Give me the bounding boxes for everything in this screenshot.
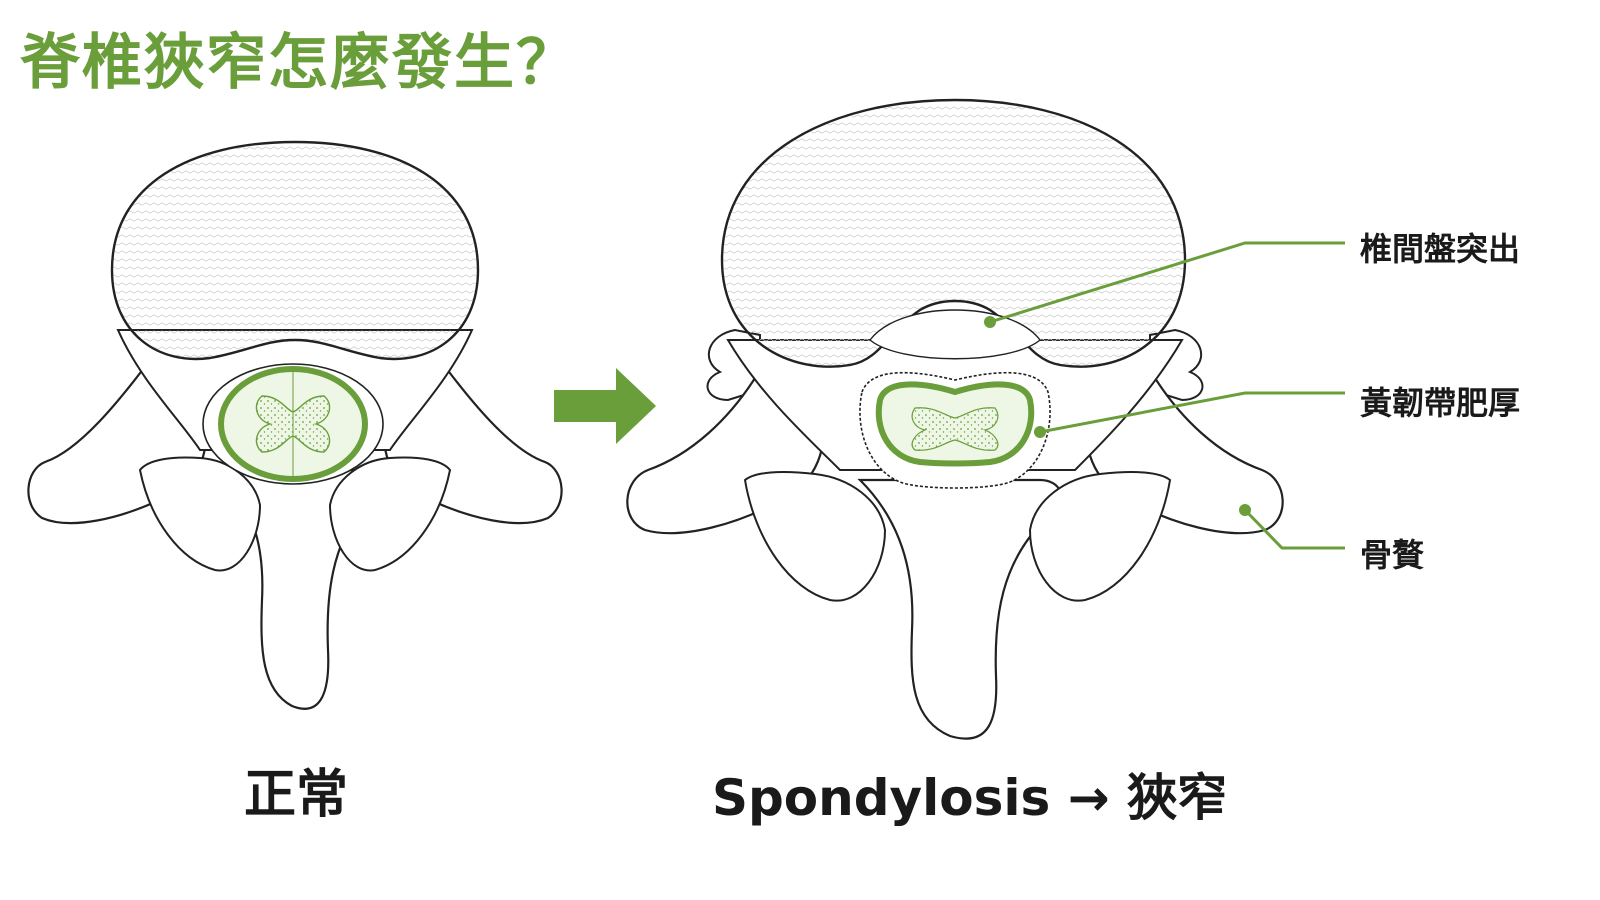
- disc-herniation-bulge: [869, 309, 1041, 360]
- normal-vertebral-body: [110, 140, 480, 361]
- right-lamina: [328, 456, 452, 572]
- leader-line-disc: [989, 241, 1345, 324]
- left-lamina: [138, 456, 262, 572]
- label-osteophyte: 骨贅: [1360, 536, 1425, 574]
- right-arrow-icon: [554, 368, 656, 444]
- stenotic-vertebral-body: [720, 98, 1187, 368]
- marker-dot-osteophyte: [1239, 504, 1251, 516]
- marker-dot-ligament: [1034, 426, 1046, 438]
- compressed-gray-matter: [911, 407, 999, 451]
- page-title: 脊椎狹窄怎麼發生？: [20, 28, 578, 98]
- label-disc-herniation: 椎間盤突出: [1360, 230, 1521, 268]
- stenotic-vertebra: [626, 98, 1284, 740]
- leader-line-osteophyte: [1243, 508, 1345, 550]
- leader-line-ligament: [1039, 391, 1345, 434]
- caption-normal: 正常: [244, 765, 349, 825]
- label-ligamentum-thickening: 黃韌帶肥厚: [1360, 384, 1521, 422]
- left-lamina-stenosis: [743, 471, 887, 602]
- caption-stenosis: Spondylosis → 狹窄: [712, 769, 1227, 827]
- leader-lines: [989, 241, 1345, 550]
- right-lamina-stenosis: [1028, 471, 1172, 602]
- normal-vertebra: [27, 140, 563, 710]
- marker-dot-disc: [984, 316, 996, 328]
- spinous-process-stenosis: [857, 478, 1062, 740]
